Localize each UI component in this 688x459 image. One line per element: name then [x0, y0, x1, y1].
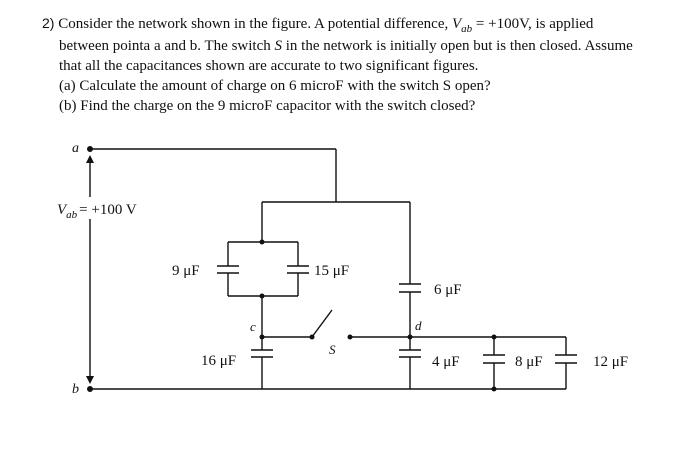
junction-dots: [87, 146, 497, 392]
problem-line-1b: = +100V, is applied: [472, 16, 594, 32]
problem-line-2: between pointa a and b. The switch S in …: [59, 38, 633, 54]
vab-symbol: Vab: [452, 16, 473, 35]
cap-9-label: 9 μF: [172, 263, 200, 279]
cap-16-label: 16 μF: [201, 353, 236, 369]
problem-line-1: 2) Consider the network shown in the fig…: [42, 14, 593, 40]
problem-number: 2): [42, 15, 55, 31]
vab-arrowheads: [86, 155, 94, 384]
node-b-label: b: [72, 382, 79, 397]
node-d-label: d: [415, 318, 422, 333]
vab-label: Vab= +100 V: [57, 202, 137, 221]
problem-part-b: (b) Find the charge on the 9 microF capa…: [59, 98, 476, 114]
cap-6-label: 6 μF: [434, 282, 462, 298]
problem-line-3: that all the capacitances shown are accu…: [59, 58, 479, 74]
node-a-label: a: [72, 141, 79, 156]
cap-8-label: 8 μF: [515, 354, 543, 370]
switch-label: S: [329, 342, 336, 357]
capacitor-plates: [217, 265, 577, 364]
node-c-label: c: [250, 319, 256, 334]
cap-4-label: 4 μF: [432, 354, 460, 370]
switch-symbol: S: [274, 38, 283, 54]
problem-line-1a: Consider the network shown in the figure…: [58, 16, 452, 32]
circuit-wires: [89, 148, 567, 390]
cap-15-label: 15 μF: [314, 263, 349, 279]
problem-part-a: (a) Calculate the amount of charge on 6 …: [59, 78, 491, 94]
cap-12-label: 12 μF: [593, 354, 628, 370]
